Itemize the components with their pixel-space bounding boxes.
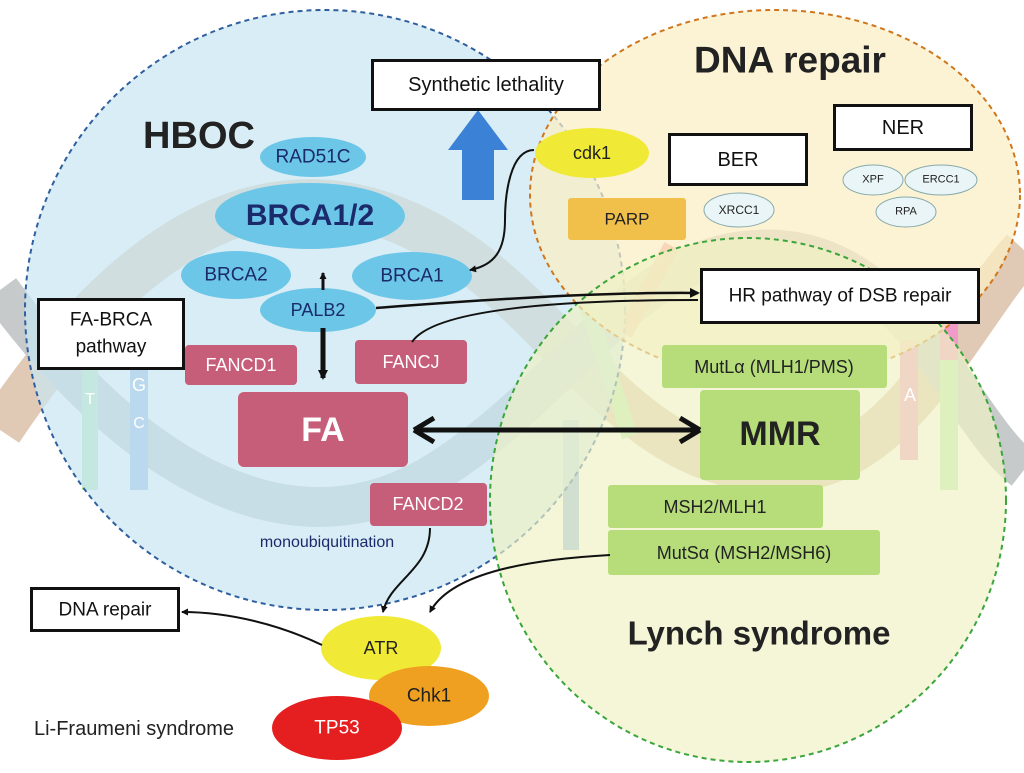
xrcc1-node	[703, 192, 775, 228]
ber-box	[668, 133, 808, 186]
cdk1-label: cdk1	[572, 143, 612, 163]
atr-label: ATR	[363, 638, 399, 658]
synthetic-lethality-label: Synthetic lethality	[408, 74, 564, 96]
brca12-label: BRCA1/2	[245, 199, 375, 232]
fancd1-node	[185, 345, 297, 385]
brca1-node	[352, 252, 472, 300]
brca2-label: BRCA2	[204, 264, 268, 286]
dna-letter-a: A	[903, 385, 917, 405]
ner-label: NER	[881, 117, 925, 139]
xpf-node	[842, 164, 904, 196]
palb2-to-hr-connector	[375, 287, 700, 310]
xpf-label: XPF	[862, 173, 884, 186]
msh2-mlh1-label: MSH2/MLH1	[663, 497, 767, 517]
muts-node	[608, 530, 880, 575]
tp53-node	[272, 696, 402, 760]
rad51c-node	[260, 137, 366, 177]
mmr-arrowhead-right	[678, 415, 702, 445]
monoubiquitination-label: monoubiquitination	[259, 534, 395, 551]
parp-label: PARP	[604, 209, 650, 229]
ercc1-label: ERCC1	[922, 173, 960, 186]
dna-letter-g: G	[131, 375, 147, 395]
hr-pathway-label: HR pathway of DSB repair	[728, 285, 952, 307]
chk1-label: Chk1	[406, 685, 452, 707]
msh2-mlh1-node	[608, 485, 823, 528]
dna-letter-t: T	[85, 391, 95, 408]
ner-box	[833, 104, 973, 151]
mmr-node	[700, 390, 860, 480]
fancd2-to-atr-connector	[380, 527, 431, 613]
ber-label: BER	[717, 149, 759, 171]
atr-to-dna-repair-connector	[181, 608, 323, 646]
dna-repair-output-box	[30, 587, 180, 632]
lynch-syndrome-title: Lynch syndrome	[627, 614, 891, 652]
brca2-node	[181, 251, 291, 299]
fa-brca-label-line2: pathway	[75, 336, 147, 358]
fa-brca-pathway-box	[37, 298, 185, 370]
rpa-node	[875, 196, 937, 228]
dna-letter-c: C	[133, 415, 145, 432]
fancj-label: FANCJ	[382, 352, 440, 372]
atr-node	[321, 616, 441, 680]
cdk1-to-brca1-connector	[469, 149, 535, 273]
mutl-label: MutLα (MLH1/PMS)	[694, 357, 854, 377]
synthetic-lethality-arrow	[448, 110, 508, 200]
cdk1-node	[535, 128, 649, 178]
fancd2-label: FANCD2	[392, 494, 464, 514]
fancd1-label: FANCD1	[205, 355, 277, 375]
dna-repair-output-label: DNA repair	[58, 599, 152, 621]
fancd2-node	[370, 483, 487, 526]
fa-arrowhead-left	[412, 415, 440, 445]
fancj-to-hr-connector	[411, 299, 699, 343]
synthetic-lethality-box	[371, 59, 601, 111]
muts-label: MutSα (MSH2/MSH6)	[656, 543, 832, 563]
fa-brca-label-line1: FA-BRCA	[69, 309, 153, 331]
rad51c-label: RAD51C	[275, 146, 351, 168]
rpa-label: RPA	[895, 205, 917, 218]
parp-node	[568, 198, 686, 240]
brca12-node	[215, 183, 405, 249]
palb2-label: PALB2	[290, 300, 346, 320]
li-fraumeni-title: Li-Fraumeni syndrome	[33, 718, 235, 740]
fancj-node	[355, 340, 467, 384]
tp53-label: TP53	[314, 717, 360, 739]
fa-node	[238, 392, 408, 467]
fa-label: FA	[301, 411, 345, 449]
mutl-node	[662, 345, 887, 388]
brca1-label: BRCA1	[380, 265, 444, 287]
xrcc1-label: XRCC1	[718, 203, 760, 217]
palb2-node	[260, 288, 376, 332]
hboc-title: HBOC	[143, 115, 255, 157]
dna-repair-title: DNA repair	[694, 39, 886, 81]
muts-to-atr-connector	[429, 554, 611, 613]
mmr-label: MMR	[739, 415, 821, 453]
hr-pathway-box	[700, 268, 980, 324]
chk1-node	[369, 666, 489, 726]
ercc1-node	[904, 164, 978, 196]
